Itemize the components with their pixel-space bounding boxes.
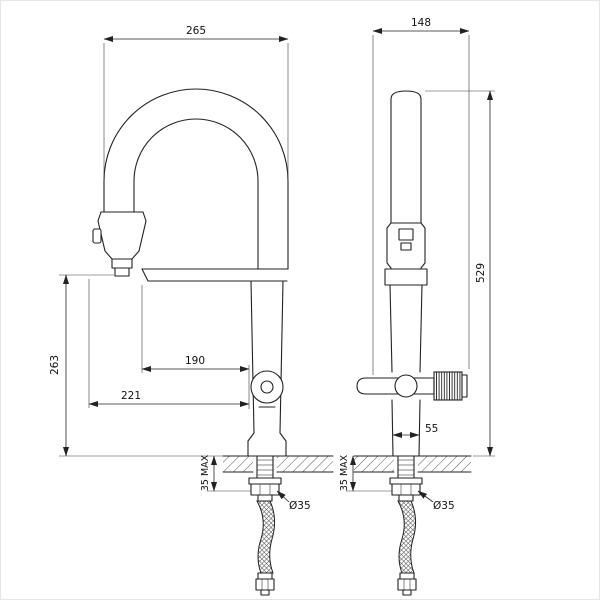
dim-hole-dia-side-label: Ø35 (433, 500, 455, 512)
faucet-body-side (384, 90, 428, 457)
mounting-hardware-front (248, 455, 282, 502)
dim-overall-depth-label: 148 (411, 17, 431, 29)
hose-connector (398, 494, 414, 502)
dimension-reach-spout: 221 (88, 279, 250, 408)
dimension-deck-max-side: 35 MAX (339, 454, 392, 492)
supply-hose-front (255, 500, 276, 596)
dimension-deck-max-front: 35 MAX (200, 454, 251, 492)
aerator-tip (114, 267, 130, 277)
dim-spout-height-label: 263 (49, 355, 61, 375)
dim-base-width-label: 55 (425, 423, 438, 435)
mounting-hardware-side (389, 455, 423, 502)
dim-overall-height-label: 529 (475, 263, 487, 283)
side-view: 148 529 55 35 MAX Ø35 (339, 17, 495, 596)
counter-hatch (223, 456, 253, 472)
dim-deck-max-front-label: 35 MAX (200, 454, 211, 491)
countertop-front (222, 455, 334, 473)
dimension-overall-height: 529 (425, 90, 495, 457)
dim-reach-spout-label: 221 (121, 390, 141, 402)
knob-inner-circle (260, 380, 274, 394)
mounting-nut (250, 483, 280, 496)
dimension-hole-dia-side: Ø35 (417, 490, 455, 512)
counter-hatch (418, 456, 471, 472)
braided-hose (397, 500, 417, 574)
washer (248, 477, 282, 485)
braided-hose (256, 500, 276, 574)
mounting-nut (391, 483, 421, 496)
knurled-knob (433, 371, 463, 401)
dim-reach-dock-label: 190 (185, 355, 205, 367)
hose-hex-fitting (255, 578, 275, 591)
dimension-reach-dock: 190 (141, 285, 250, 409)
knob-circle (250, 370, 284, 404)
spray-button (92, 228, 102, 244)
dim-hole-dia-front-label: Ø35 (289, 500, 311, 512)
faucet-body-front (141, 268, 289, 457)
dimension-overall-width: 265 (103, 25, 289, 177)
handle-side (356, 371, 468, 401)
hose-connector (257, 494, 273, 502)
washer (389, 477, 423, 485)
dock-collar-side (384, 268, 428, 286)
spray-button-side (398, 228, 414, 241)
front-view: 265 263 190 221 35 MAX (49, 25, 334, 596)
dim-overall-width-label: 265 (186, 25, 206, 37)
aerator-body (111, 258, 133, 269)
dimension-spout-height: 263 (49, 274, 223, 457)
supply-hose-side (397, 500, 417, 596)
dimension-overall-depth: 148 (372, 17, 470, 375)
dimension-base-width: 55 (392, 423, 438, 438)
countertop-side (353, 455, 472, 473)
counter-hatch (277, 456, 333, 472)
counter-hatch (354, 456, 394, 472)
handle-boss (394, 374, 418, 398)
dimension-hole-dia-front: Ø35 (276, 490, 311, 512)
gooseneck-arc (103, 88, 289, 270)
spray-head (92, 211, 147, 277)
dim-deck-max-side-label: 35 MAX (339, 454, 350, 491)
hose-hex-fitting (397, 578, 417, 591)
